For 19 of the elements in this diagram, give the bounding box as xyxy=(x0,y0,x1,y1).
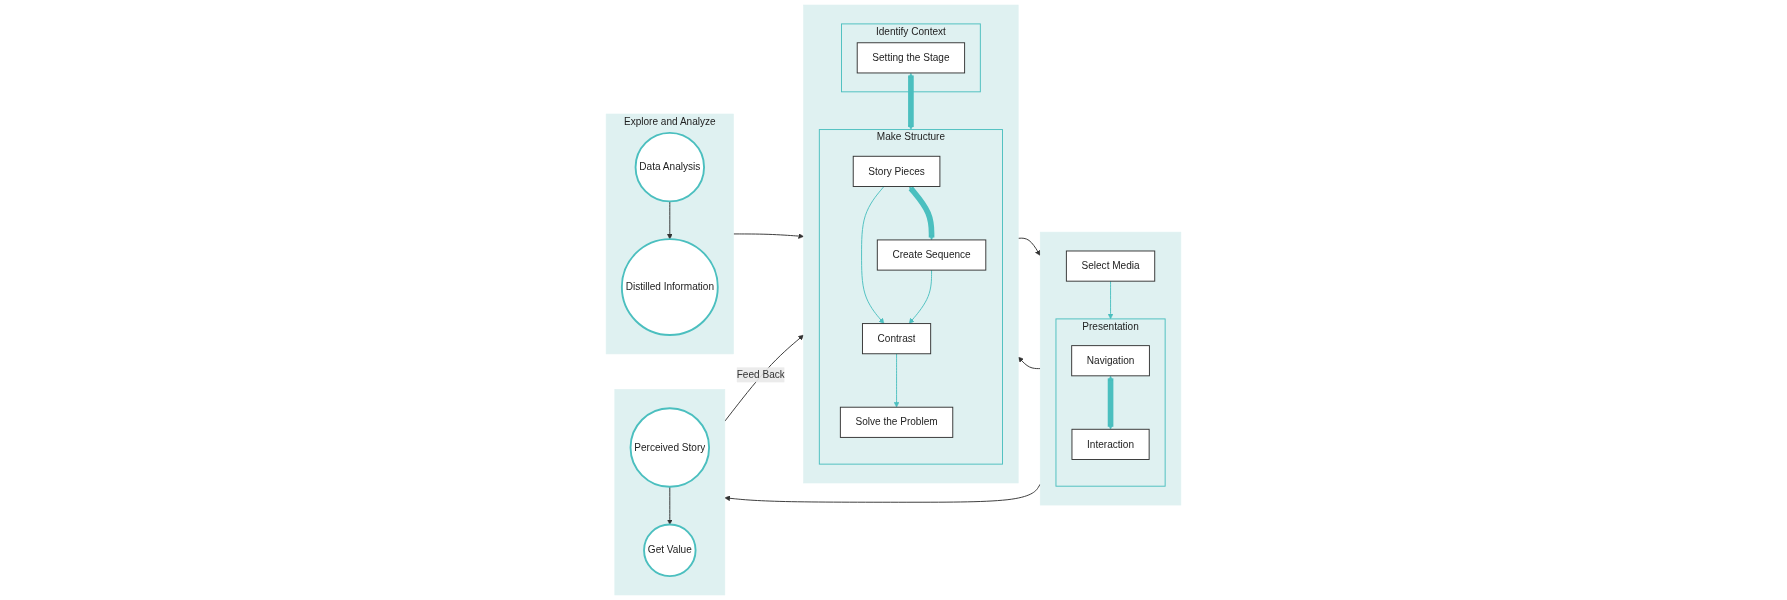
node-box: Create Sequence xyxy=(876,239,987,271)
cluster xyxy=(614,389,726,596)
node-circle: Get Value xyxy=(643,523,697,578)
arrow xyxy=(908,72,914,130)
cluster xyxy=(803,4,1019,484)
node-box: Select Media xyxy=(1065,250,1156,282)
node-box: Story Pieces xyxy=(852,155,941,187)
edge-label: Feed Back xyxy=(736,369,785,380)
node-box: Setting the Stage xyxy=(856,42,966,74)
node-circle: Perceived Story xyxy=(629,407,711,488)
arrow xyxy=(1107,375,1114,430)
node-circle: Data Analysis xyxy=(634,131,705,203)
cluster xyxy=(1039,231,1182,506)
node-box: Navigation xyxy=(1071,345,1150,377)
node-box: Solve the Problem xyxy=(839,406,954,438)
arrow xyxy=(908,186,935,241)
node-box: Interaction xyxy=(1071,428,1150,460)
node-box: Contrast xyxy=(862,323,932,355)
node-circle: Distilled Information xyxy=(620,238,719,336)
